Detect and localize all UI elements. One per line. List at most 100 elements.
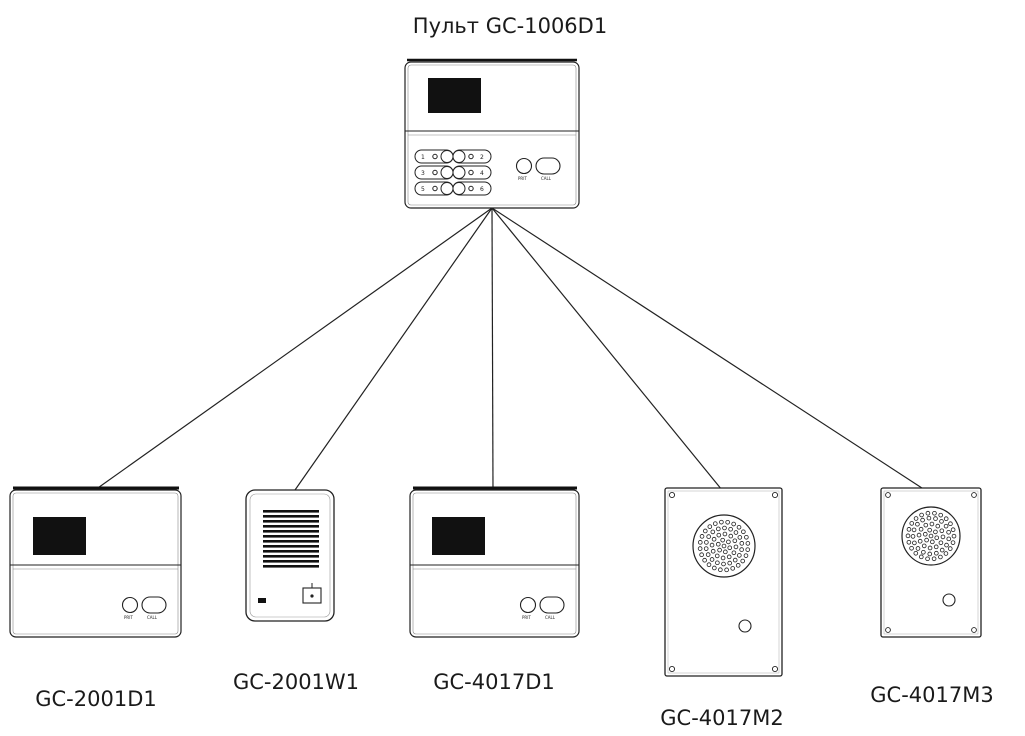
connection-gc4017m3: [491, 207, 926, 491]
speaker-hole: [912, 540, 917, 546]
speaker-hole: [712, 521, 718, 526]
prit-button: [515, 157, 533, 175]
speaker-hole: [906, 540, 912, 545]
speaker-hole: [926, 515, 932, 521]
station-label: GC-4017M2: [660, 706, 783, 730]
speaker-hole: [716, 532, 722, 538]
speaker-hole: [704, 540, 709, 545]
station-gc4017d1: PRIT CALL GC-4017D1: [409, 486, 580, 694]
speaker-grille: [692, 514, 756, 578]
speaker-hole: [733, 544, 739, 550]
connection-gc4017m2: [491, 207, 723, 491]
speaker-hole: [918, 526, 924, 532]
speaker-hole: [744, 534, 749, 540]
speaker-hole: [931, 556, 937, 562]
speaker-hole: [944, 542, 949, 548]
speaker-hole: [727, 545, 733, 551]
speaker-hole: [934, 535, 940, 541]
svg-text:2: 2: [480, 154, 484, 161]
connection-gc4017d1: [491, 207, 494, 491]
speaker-holes: [905, 510, 957, 562]
speaker-hole: [710, 548, 716, 554]
speaker-hole: [927, 545, 933, 551]
connection-gc2001w1: [294, 207, 493, 491]
svg-text:PRIT: PRIT: [522, 615, 531, 620]
speaker-hole: [927, 527, 932, 533]
speaker-hole: [715, 560, 720, 566]
speaker-hole: [933, 516, 938, 521]
speaker-hole: [716, 526, 721, 532]
speaker-hole: [951, 533, 957, 539]
speaker-hole: [909, 521, 915, 526]
speaker-hole: [934, 550, 939, 556]
speaker-hole: [736, 524, 742, 530]
speaker-hole: [722, 525, 727, 531]
speaker-hole: [911, 527, 917, 533]
speaker-hole: [728, 533, 734, 539]
station-label: GC-4017D1: [433, 670, 555, 694]
speaker-hole: [702, 557, 707, 563]
call-button: [539, 596, 565, 614]
speaker-hole: [921, 543, 927, 549]
speaker-hole: [905, 533, 911, 539]
speaker-hole: [913, 516, 919, 521]
speaker-hole: [699, 552, 704, 557]
svg-text:PRIT: PRIT: [124, 615, 133, 620]
svg-text:CALL: CALL: [545, 615, 556, 620]
call-button: [738, 619, 752, 633]
speaker-hole: [915, 546, 921, 551]
station-gc4017m2: GC-4017M2: [660, 487, 784, 730]
speaker-hole: [946, 529, 951, 535]
speaker-hole: [910, 534, 916, 539]
speaker-holes: [697, 519, 751, 573]
station-gc4017m3: GC-4017M3: [870, 487, 994, 707]
speaker-hole: [909, 545, 914, 551]
speaker-hole: [727, 560, 732, 566]
speaker-hole: [938, 512, 944, 518]
keypad: [414, 149, 492, 196]
speaker-hole: [739, 547, 744, 552]
speaker-hole: [731, 550, 737, 556]
speaker-hole: [745, 547, 751, 552]
speaker-hole: [743, 553, 749, 558]
speaker-hole: [721, 561, 726, 567]
speaker-hole: [726, 539, 731, 545]
speaker-hole: [921, 549, 926, 555]
speaker-hole: [731, 521, 736, 527]
speaker-hole: [906, 527, 912, 532]
speaker-hole: [733, 530, 739, 535]
speaker-hole: [745, 541, 751, 546]
speaker-hole: [948, 521, 953, 527]
speaker-hole: [706, 534, 711, 539]
speaker-grille: [432, 517, 485, 555]
speaker-hole: [706, 562, 712, 568]
connections: [94, 207, 926, 491]
prit-button: [121, 596, 139, 614]
speaker-hole: [725, 519, 730, 525]
speaker-hole: [732, 557, 738, 563]
speaker-hole: [918, 554, 924, 560]
speaker-hole: [933, 529, 938, 535]
speaker-hole: [728, 526, 733, 532]
speaker-grille: [901, 506, 961, 566]
speaker-hole: [710, 529, 716, 535]
station-gc2001w1: GC-2001W1: [233, 489, 359, 694]
speaker-hole: [943, 516, 949, 522]
speaker-hole: [930, 539, 935, 545]
speaker-hole: [946, 536, 952, 542]
speaker-hole: [925, 510, 931, 516]
speaker-hole: [939, 519, 944, 524]
call-button: [141, 596, 167, 614]
svg-text:4: 4: [480, 170, 484, 177]
call-button: [535, 157, 561, 175]
speaker-hole: [737, 535, 743, 540]
speaker-hole: [917, 538, 923, 544]
speaker-hole: [719, 519, 724, 525]
speaker-hole: [717, 547, 722, 553]
speaker-hole: [737, 553, 742, 558]
speaker-hole: [925, 556, 930, 562]
speaker-hole: [913, 550, 919, 556]
speaker-hole: [718, 567, 723, 573]
svg-text:1: 1: [421, 154, 425, 161]
speaker-hole: [950, 527, 956, 532]
